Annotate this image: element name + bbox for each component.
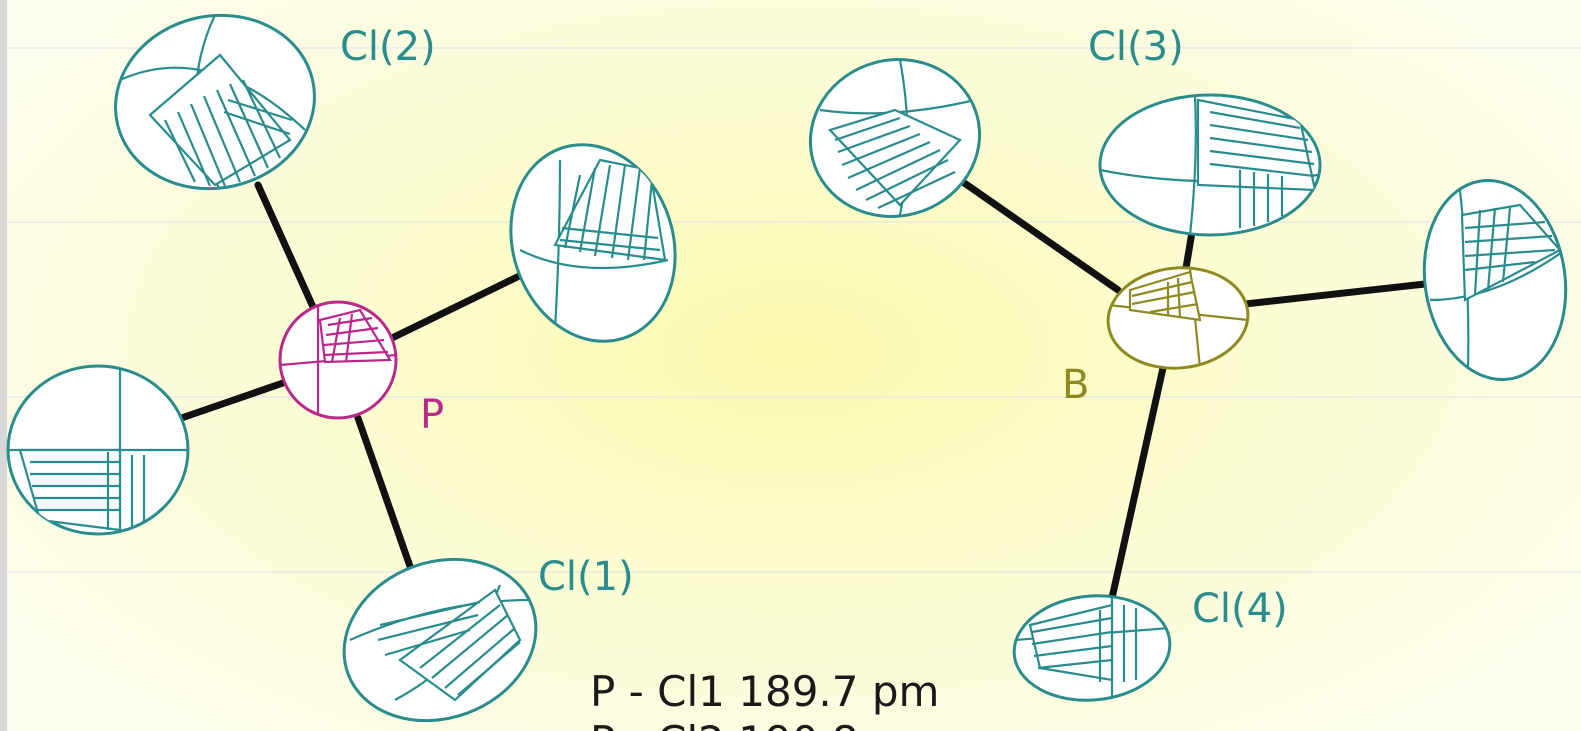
atom-cl-left — [6, 364, 190, 536]
atom-cl4: Cl(4) — [1012, 586, 1288, 702]
bcl4-anion: Cl(3) — [808, 24, 1568, 702]
atom-b: B — [1062, 266, 1250, 408]
atom-cl3: Cl(3) — [1088, 24, 1322, 237]
label-b: B — [1062, 362, 1089, 408]
bond-b-cl-left — [956, 176, 1122, 294]
bonds-bcl4 — [956, 176, 1429, 602]
bond-b-cl4 — [1108, 364, 1167, 602]
atom-cl1: Cl(1) — [342, 554, 634, 723]
label-cl2: Cl(2) — [340, 24, 436, 70]
atom-p: P — [278, 300, 444, 438]
bond-p-cl1 — [354, 414, 416, 576]
left-edge-strip — [0, 0, 7, 731]
atom-b-cl-left — [808, 58, 982, 218]
label-p: P — [420, 392, 444, 438]
label-cl4: Cl(4) — [1192, 586, 1288, 632]
atom-cl2: Cl(2) — [114, 13, 436, 191]
background-rules — [0, 47, 1581, 573]
label-cl3: Cl(3) — [1088, 24, 1184, 70]
atom-b-cl-right — [1422, 178, 1568, 382]
caption-line-2: P - Cl2 190.8 pm — [590, 717, 939, 731]
bond-length-caption: P - Cl1 189.7 pm P - Cl2 190.8 pm — [590, 667, 939, 731]
atom-cl-right — [509, 143, 677, 343]
bond-b-cl-right — [1232, 280, 1429, 309]
caption-line-1: P - Cl1 189.7 pm — [590, 667, 939, 716]
label-cl1: Cl(1) — [538, 554, 634, 600]
pcl4-cation: Cl(2) — [6, 13, 677, 723]
bond-p-cl2 — [254, 181, 322, 322]
